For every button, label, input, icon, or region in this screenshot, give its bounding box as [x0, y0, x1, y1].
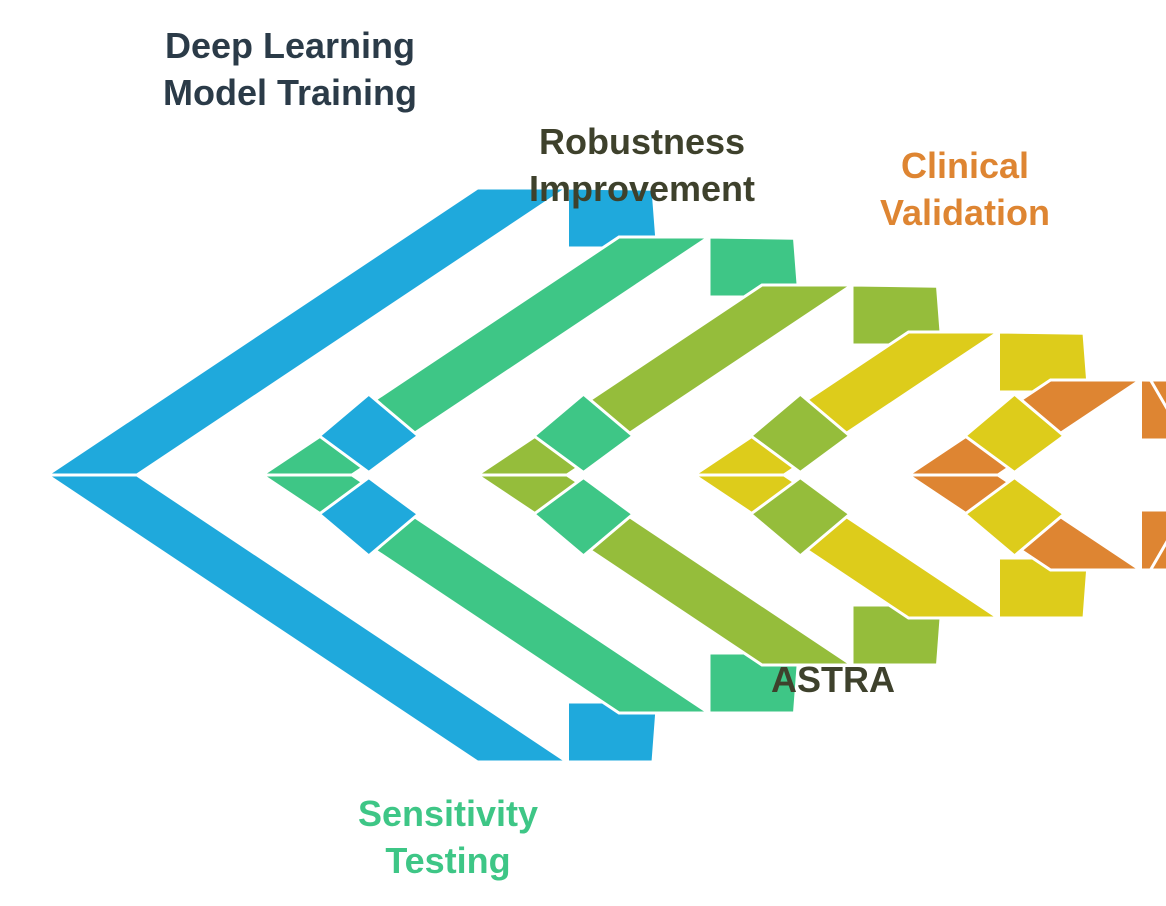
link-diamond-lower-robustness [531, 475, 636, 558]
label-line: Improvement [528, 168, 756, 209]
link-diamond-upper-sensitivity [316, 392, 421, 475]
label-sensitivity-testing: Sensitivity Testing [358, 790, 538, 884]
label-line: Deep Learning [164, 25, 416, 66]
label-line: Validation [879, 192, 1051, 233]
closing-arm-upper-clinical [1147, 378, 1166, 410]
label-line: Sensitivity [357, 793, 539, 834]
closing-arm-lower-clinical [1147, 540, 1166, 572]
label-astra: ASTRA [771, 656, 895, 703]
connector-strips-layer [566, 186, 1166, 764]
link-diamond-upper-robustness [531, 392, 636, 475]
chevron-arm-lower-deep-learning [42, 473, 573, 764]
link-diamond-lower-sensitivity [316, 475, 421, 558]
chevron-arms-layer [42, 186, 1166, 764]
link-diamond-upper-astra [748, 392, 853, 475]
label-clinical-validation: Clinical Validation [880, 142, 1050, 236]
center-links-layer [316, 392, 1067, 558]
label-line: Testing [385, 840, 511, 881]
label-robustness-improvement: Robustness Improvement [529, 118, 755, 212]
label-deep-learning-model-training: Deep Learning Model Training [163, 22, 417, 116]
label-line: Model Training [162, 72, 418, 113]
link-diamond-lower-clinical [962, 475, 1067, 558]
label-line: Robustness [538, 121, 746, 162]
label-line: ASTRA [771, 659, 895, 700]
link-diamond-lower-astra [748, 475, 853, 558]
link-diamond-upper-clinical [962, 392, 1067, 475]
label-line: Clinical [900, 145, 1030, 186]
